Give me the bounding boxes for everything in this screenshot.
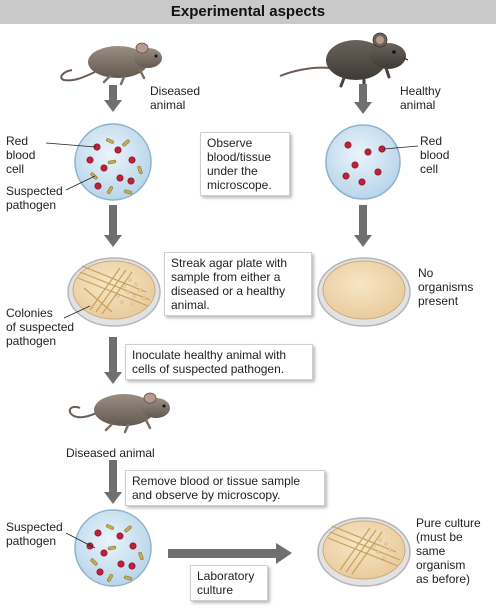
agar-plate-diseased (67, 257, 161, 327)
label-red-blood-cell-left: Red blood cell (6, 134, 36, 176)
label-diseased-animal-top: Diseased animal (150, 84, 201, 112)
label-diseased-animal-mid: Diseased animal (66, 446, 155, 460)
label-colonies: Colonies of suspected pathogen (6, 306, 75, 348)
agar-plate-healthy (317, 257, 411, 327)
step-observe-box: Observe blood/tissue under the microscop… (200, 132, 290, 196)
leader-pathogen-top (65, 175, 96, 191)
label-pure-culture: Pure culture (must be same organism as b… (416, 516, 481, 586)
leader-red-cell-right (383, 145, 419, 150)
label-red-blood-cell-right: Red blood cell (420, 134, 450, 176)
diseased-mouse-top-illustration (60, 42, 162, 86)
label-no-organisms: No organisms present (418, 266, 474, 308)
leader-colonies (63, 305, 91, 319)
diagram-title: Experimental aspects (0, 0, 496, 24)
diseased-mouse-mid-illustration (68, 392, 170, 434)
agar-plate-pure-culture (317, 517, 411, 587)
healthy-mouse-illustration (279, 32, 409, 89)
leader-red-cell-left (45, 142, 97, 148)
step-streak-box: Streak agar plate with sample from eithe… (164, 252, 312, 316)
slide-diseased-top (74, 123, 152, 201)
slide-diseased-bottom (74, 509, 152, 587)
leader-pathogen-bottom (65, 532, 96, 549)
flow-arrows (104, 84, 372, 564)
step-remove-box: Remove blood or tissue sample and observ… (125, 470, 325, 506)
step-inoculate-box: Inoculate healthy animal with cells of s… (125, 344, 313, 380)
step-lab-culture-box: Laboratory culture (190, 565, 268, 601)
label-suspected-pathogen-top: Suspected pathogen (6, 184, 63, 212)
label-suspected-pathogen-bottom: Suspected pathogen (6, 520, 63, 548)
slide-healthy (325, 124, 401, 200)
label-healthy-animal: Healthy animal (400, 84, 441, 112)
